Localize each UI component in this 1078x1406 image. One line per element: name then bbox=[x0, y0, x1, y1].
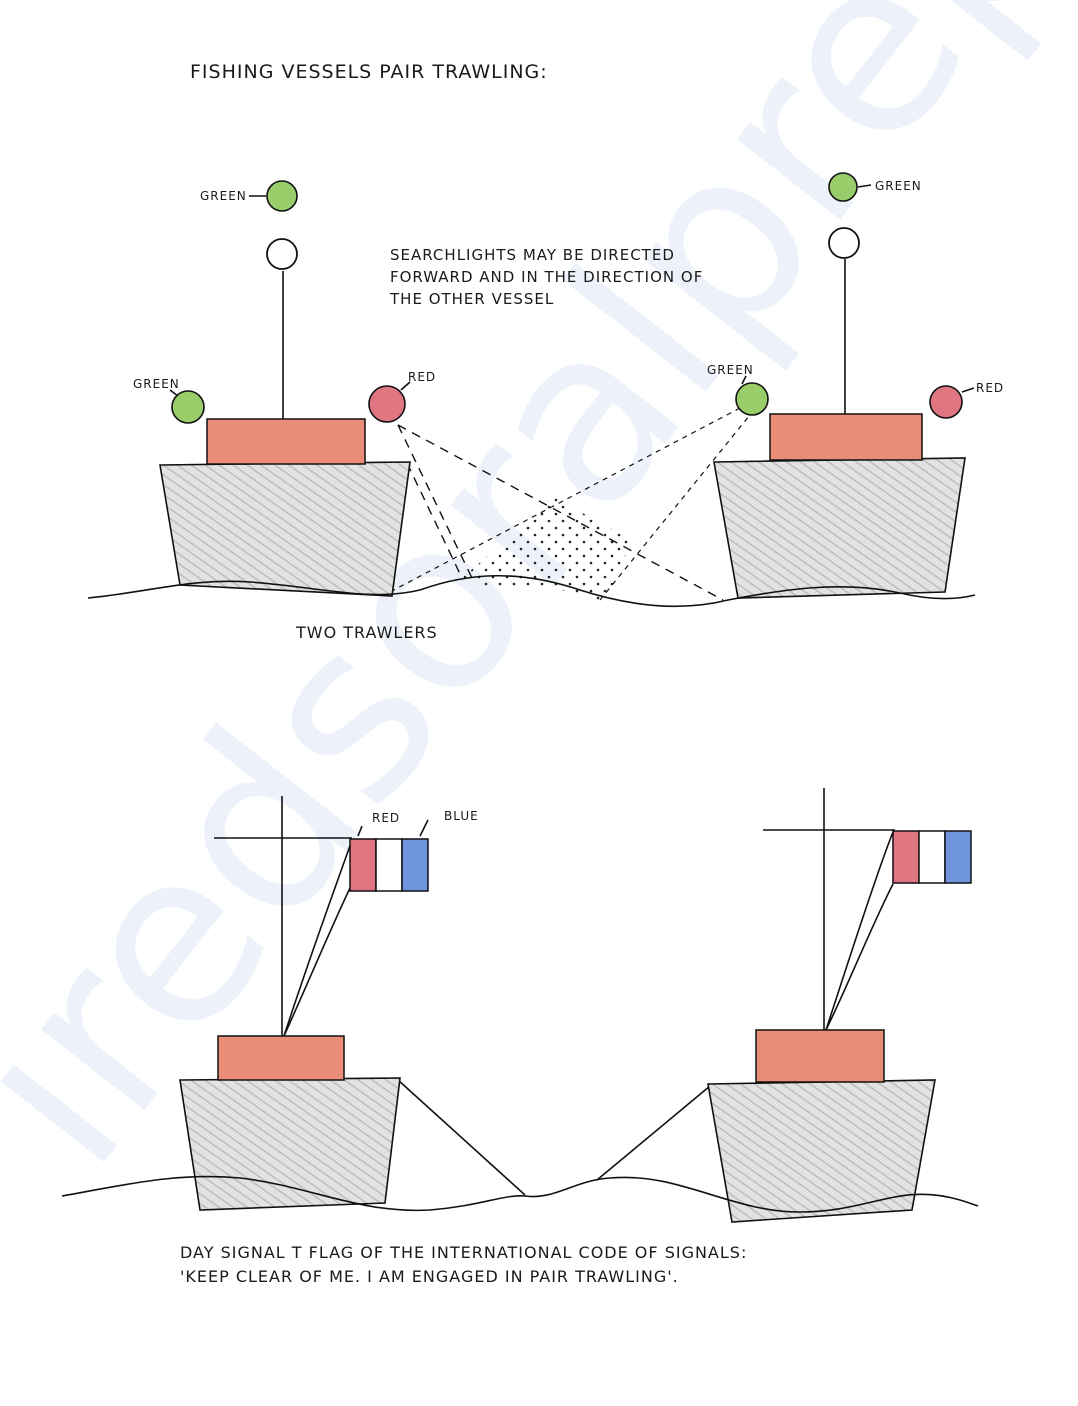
hull bbox=[179, 1077, 401, 1211]
caption-two-trawlers: TWO TRAWLERS bbox=[295, 623, 438, 642]
searchlight-note-line-2: FORWARD AND IN THE DIRECTION OF bbox=[390, 268, 703, 286]
t-flag-right bbox=[892, 830, 972, 884]
flag-white-band bbox=[918, 830, 946, 884]
searchlight-beam-right-down bbox=[599, 409, 755, 601]
label-red-side-right: RED bbox=[976, 381, 1004, 395]
left-trawler-day: RED BLUE bbox=[179, 796, 479, 1211]
label-leader bbox=[857, 184, 872, 188]
label-green-top-right: GREEN bbox=[875, 179, 922, 193]
caption-day-signal-line-2: 'KEEP CLEAR OF ME. I AM ENGAGED IN PAIR … bbox=[180, 1267, 679, 1286]
label-green-side-left: GREEN bbox=[133, 377, 180, 391]
searchlight-overlap-area bbox=[462, 498, 632, 603]
red-sidelight bbox=[929, 385, 963, 419]
diagram-title: FISHING VESSELS PAIR TRAWLING: bbox=[190, 61, 548, 83]
caption-day-signal-line-1: DAY SIGNAL T FLAG OF THE INTERNATIONAL C… bbox=[180, 1243, 747, 1262]
halyard bbox=[825, 831, 894, 1031]
right-trawler-day bbox=[707, 788, 972, 1223]
label-flag-red: RED bbox=[372, 811, 400, 825]
label-green-side-right: GREEN bbox=[707, 363, 754, 377]
tow-wire-left bbox=[397, 1079, 526, 1196]
waterline-night bbox=[87, 574, 976, 608]
wheelhouse bbox=[217, 1035, 345, 1081]
label-leader bbox=[419, 819, 429, 837]
searchlight-beam-right-forward bbox=[387, 407, 741, 594]
flag-white-band bbox=[375, 838, 403, 892]
searchlight-beam-left-down bbox=[397, 424, 473, 579]
label-green-top-left: GREEN bbox=[200, 189, 247, 203]
label-flag-blue: BLUE bbox=[444, 809, 479, 823]
searchlight-beam-left-forward bbox=[397, 424, 724, 601]
label-leader bbox=[741, 375, 747, 385]
wheelhouse bbox=[769, 413, 923, 461]
halyard bbox=[825, 883, 894, 1031]
white-masthead-light bbox=[266, 238, 298, 270]
left-trawler-night: GREEN GREEN RED bbox=[133, 180, 436, 597]
label-leader bbox=[400, 381, 411, 391]
t-flag-left bbox=[349, 838, 429, 892]
hull bbox=[159, 461, 411, 597]
red-sidelight bbox=[368, 385, 406, 423]
label-leader bbox=[357, 825, 363, 837]
green-top-light bbox=[266, 180, 298, 212]
label-red-side-left: RED bbox=[408, 370, 436, 384]
tow-wire-right bbox=[596, 1085, 711, 1181]
label-leader bbox=[169, 389, 179, 397]
right-trawler-night: GREEN GREEN RED bbox=[707, 172, 1004, 599]
green-sidelight bbox=[171, 390, 205, 424]
wheelhouse bbox=[755, 1029, 885, 1083]
searchlight-beam-left-hull bbox=[406, 462, 463, 579]
halyard bbox=[283, 839, 353, 1037]
flag-red-band bbox=[349, 838, 377, 892]
hull bbox=[707, 1079, 936, 1223]
searchlight-note-line-3: THE OTHER VESSEL bbox=[389, 290, 554, 308]
hull bbox=[713, 457, 966, 599]
flag-blue-band bbox=[944, 830, 972, 884]
green-top-light bbox=[828, 172, 858, 202]
flag-blue-band bbox=[401, 838, 429, 892]
white-masthead-light bbox=[828, 227, 860, 259]
flag-red-band bbox=[892, 830, 920, 884]
green-sidelight bbox=[735, 382, 769, 416]
waterline-day bbox=[61, 1175, 979, 1213]
searchlight-note-line-1: SEARCHLIGHTS MAY BE DIRECTED bbox=[390, 246, 675, 264]
halyard bbox=[283, 887, 351, 1037]
wheelhouse bbox=[206, 418, 366, 465]
label-leader bbox=[961, 387, 975, 393]
